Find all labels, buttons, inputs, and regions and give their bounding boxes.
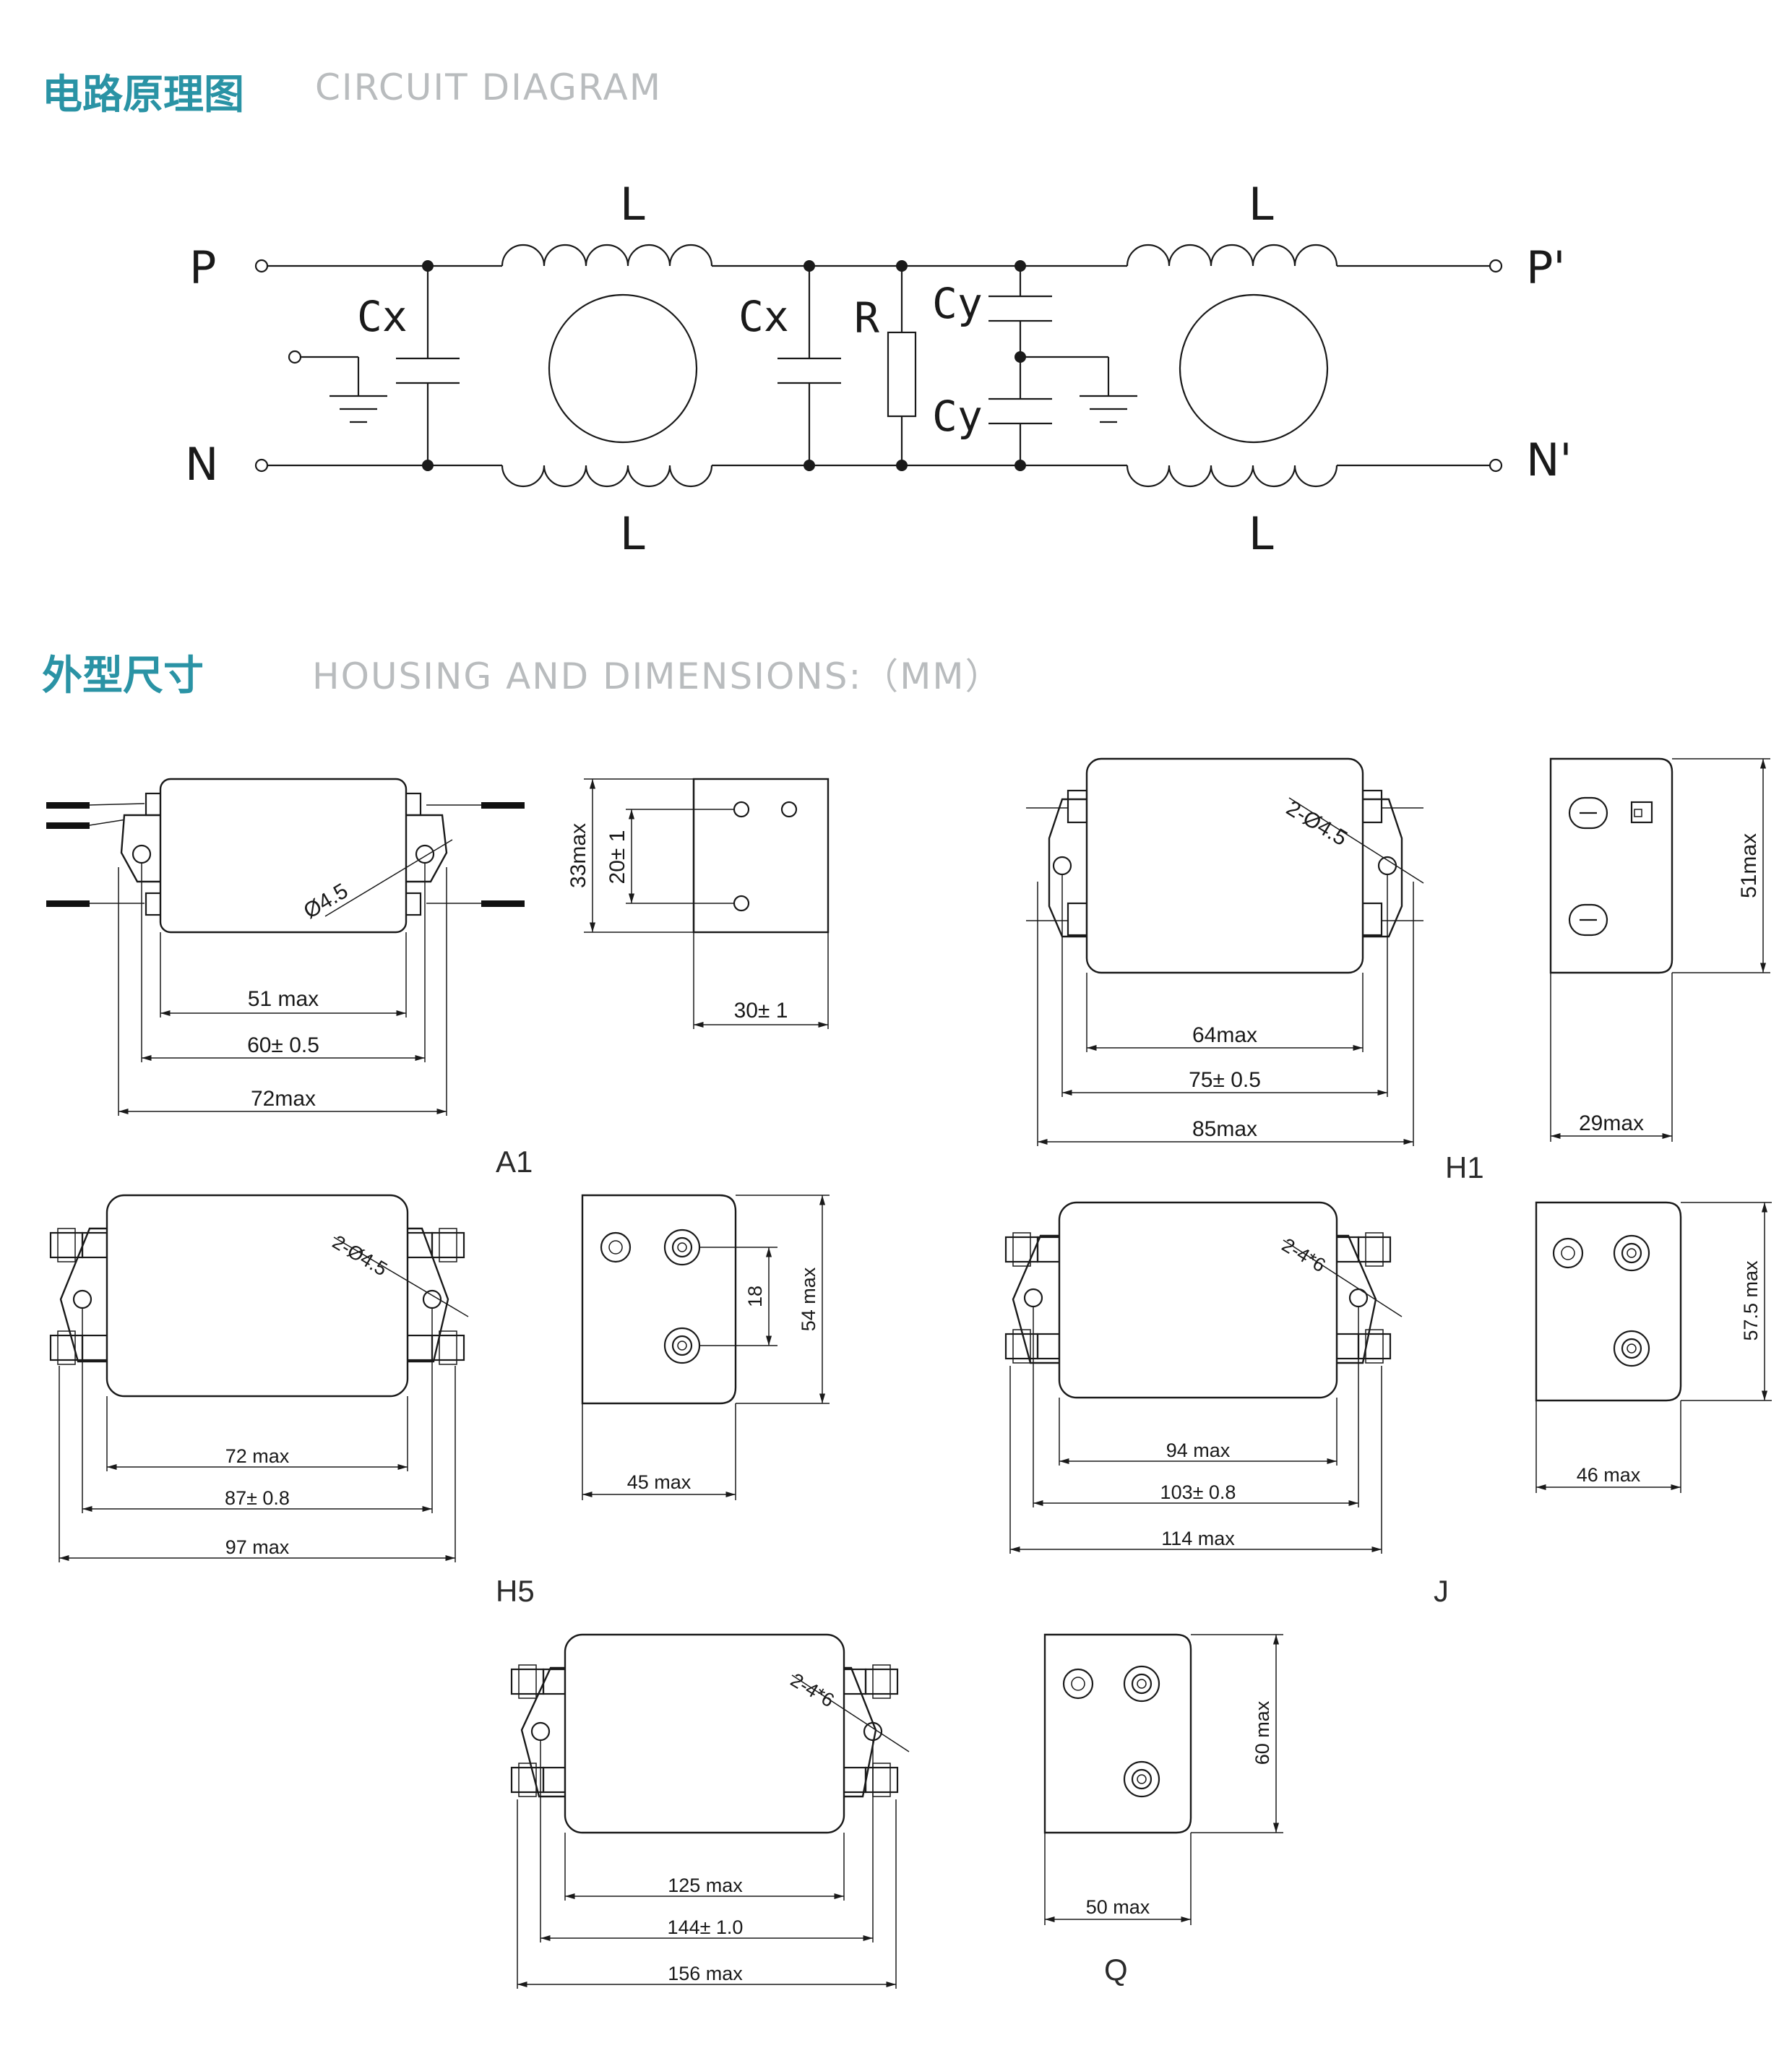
h5-dim-height: 54 max	[798, 1267, 819, 1331]
q-dim-mount: 144± 1.0	[668, 1916, 744, 1938]
inductor-top-left	[501, 244, 713, 267]
h5-dim-pitch: 18	[744, 1286, 766, 1307]
inductor-label-bottom-right: L	[1249, 507, 1274, 560]
a1-dim-overall: 72max	[251, 1087, 316, 1111]
j-label: J	[1434, 1574, 1449, 1608]
inductor-label-top-left: L	[620, 178, 645, 231]
terminal-n-out-label: N'	[1526, 434, 1572, 486]
core-left	[548, 293, 698, 444]
a1-dim-mount: 60± 0.5	[247, 1033, 319, 1057]
circuit-title-cn: 电路原理图	[42, 72, 244, 119]
terminal-p-out-label: P'	[1526, 241, 1565, 294]
h1-label: H1	[1445, 1150, 1484, 1184]
h5-label: H5	[496, 1574, 535, 1608]
j-dim-depth: 46 max	[1577, 1464, 1641, 1486]
j-dim-mount: 103± 0.8	[1160, 1481, 1236, 1503]
terminal-n-label: N	[185, 438, 218, 491]
h1-dim-width: 64max	[1192, 1023, 1257, 1047]
housing-title-cn: 外型尺寸	[42, 653, 204, 700]
drawing-q: 2-4*6 125 max 144± 1.0 156 max 60 max 50…	[510, 1633, 1283, 1989]
h1-dim-overall: 85max	[1192, 1117, 1257, 1141]
j-dim-width: 94 max	[1166, 1440, 1231, 1461]
cx1-label: Cx	[357, 292, 408, 341]
drawing-j: 2-4*6 94 max 103± 0.8 114 max 57.5 max 4…	[1004, 1201, 1772, 1608]
cx2-label: Cx	[738, 292, 789, 341]
h5-dim-mount: 87± 0.8	[225, 1487, 290, 1509]
h5-dim-overall: 97 max	[225, 1536, 290, 1558]
q-dim-height: 60 max	[1252, 1700, 1273, 1765]
j-dim-height: 57.5 max	[1740, 1260, 1762, 1341]
drawing-h5: 2-Ø4.5 72 max 87± 0.8 97 max 18 54 max 4…	[49, 1194, 830, 1608]
inductor-bottom-right	[1126, 465, 1338, 488]
terminal-p-label: P	[189, 241, 216, 294]
q-label: Q	[1104, 1953, 1128, 1987]
a1-dim-pitch: 20± 1	[606, 830, 629, 885]
h1-dim-height: 51max	[1737, 833, 1761, 898]
circuit-title-en: CIRCUIT DIAGRAM	[315, 66, 662, 108]
h1-dim-depth: 29max	[1579, 1111, 1644, 1135]
h1-dim-mount: 75± 0.5	[1189, 1068, 1261, 1092]
h5-dim-width: 72 max	[225, 1445, 290, 1467]
inductor-label-top-right: L	[1249, 178, 1274, 231]
j-dim-overall: 114 max	[1161, 1528, 1235, 1549]
h5-dim-depth: 45 max	[627, 1471, 692, 1493]
q-dim-width: 125 max	[668, 1875, 743, 1896]
circuit-diagram: P N P' N' L L L L Cx Cx R Cy Cy	[185, 178, 1572, 560]
inductor-top-right	[1126, 244, 1338, 267]
housing-title-en: HOUSING AND DIMENSIONS:（MM）	[312, 655, 1003, 697]
core-right	[1179, 293, 1329, 444]
resistor-label: R	[854, 293, 879, 343]
a1-dim-height: 33max	[567, 823, 590, 888]
a1-label: A1	[496, 1145, 533, 1179]
inductor-label-bottom-left: L	[620, 507, 645, 560]
a1-dim-width: 51 max	[248, 987, 319, 1011]
q-dim-depth: 50 max	[1086, 1896, 1150, 1918]
a1-dim-depth: 30± 1	[734, 999, 788, 1023]
inductor-bottom-left	[501, 465, 713, 488]
drawing-h1: 2-Ø4.5 64max 75± 0.5 85max 51max 29max H…	[1026, 757, 1770, 1184]
cy1-label: Cy	[932, 279, 983, 328]
cy2-label: Cy	[932, 392, 983, 441]
q-dim-overall: 156 max	[668, 1963, 743, 1984]
drawing-a1: Ø4.5 51 max 60± 0.5 72max 33max 20± 1 30…	[46, 778, 830, 1179]
